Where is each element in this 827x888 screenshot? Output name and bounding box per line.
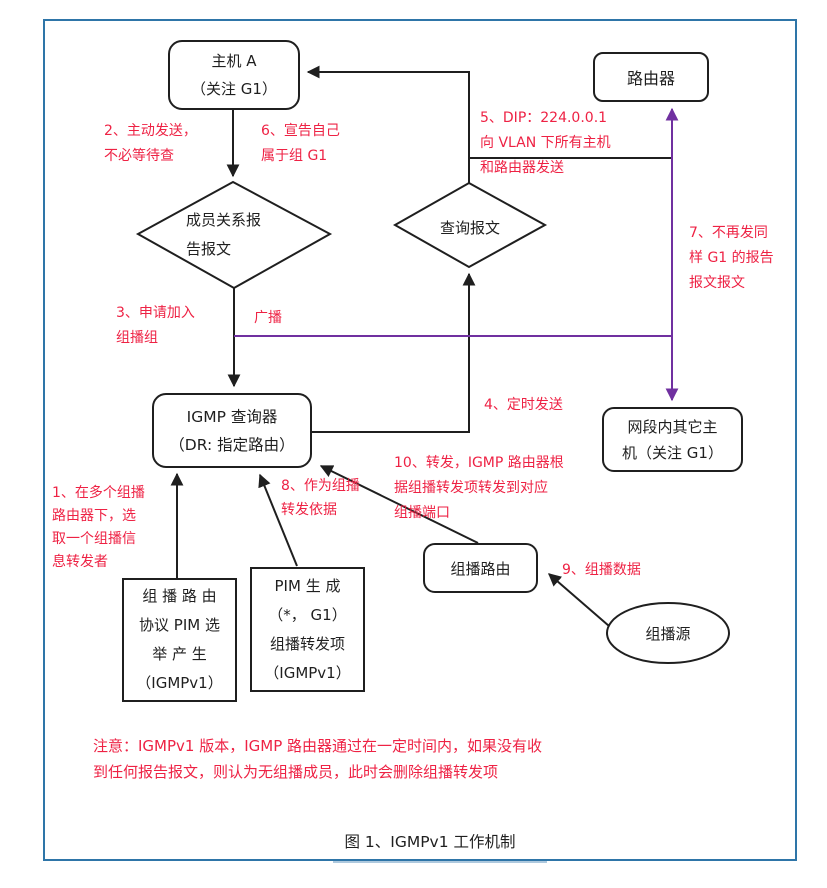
label-step9: 9、组播数据 [562, 562, 641, 578]
label-step5: 5、DIP：224.0.0.1 向 VLAN 下所有主机 和路由器发送 [480, 110, 611, 176]
label-step3: 3、申请加入 组播组 [116, 305, 195, 346]
multicast-source-ellipse [606, 602, 730, 664]
label-step7: 7、不再发同 样 G1 的报告 报文报文 [689, 225, 774, 291]
label-step1: 1、在多个组播 路由器下，选 取一个组播信 息转发者 [52, 485, 145, 570]
figure-caption: 图 1、IGMPv1 工作机制 [344, 833, 516, 851]
node-pim-entry: PIM 生 成 （*， G1） 组播转发项 （IGMPv1） [250, 567, 365, 692]
node-router: 路由器 [593, 52, 709, 102]
border-light-segment [333, 861, 547, 863]
label-step2: 2、主动发送， 不必等待查 [104, 123, 197, 164]
label-step10: 10、转发，IGMP 路由器根 据组播转发项转发到对应 组播端口 [394, 455, 564, 521]
label-step8: 8、作为组播 转发依据 [281, 478, 360, 518]
label-step4: 4、定时发送 [484, 397, 563, 413]
node-multicast-route: 组播路由 [423, 543, 538, 593]
label-broadcast: 广播 [254, 310, 282, 326]
note-text: 注意：IGMPv1 版本，IGMP 路由器通过在一定时间内，如果没有收 到任何报… [93, 737, 543, 781]
node-igmp-querier: IGMP 查询器 （DR: 指定路由） [152, 393, 312, 468]
label-step6: 6、宣告自己 属于组 G1 [261, 123, 340, 164]
node-other-hosts: 网段内其它主 机（关注 G1） [602, 407, 743, 472]
page-border [43, 19, 797, 861]
membership-report-diamond [135, 180, 333, 290]
node-membership-report-label: 成员关系报 告报文 [186, 211, 262, 258]
query-message-diamond [392, 181, 548, 269]
node-pim-elect: 组 播 路 由 协议 PIM 选 举 产 生 （IGMPv1） [122, 578, 237, 702]
node-multicast-source-label: 组播源 [645, 625, 691, 643]
node-query-message-label: 查询报文 [439, 219, 500, 237]
node-host-a: 主机 A （关注 G1） [168, 40, 300, 110]
